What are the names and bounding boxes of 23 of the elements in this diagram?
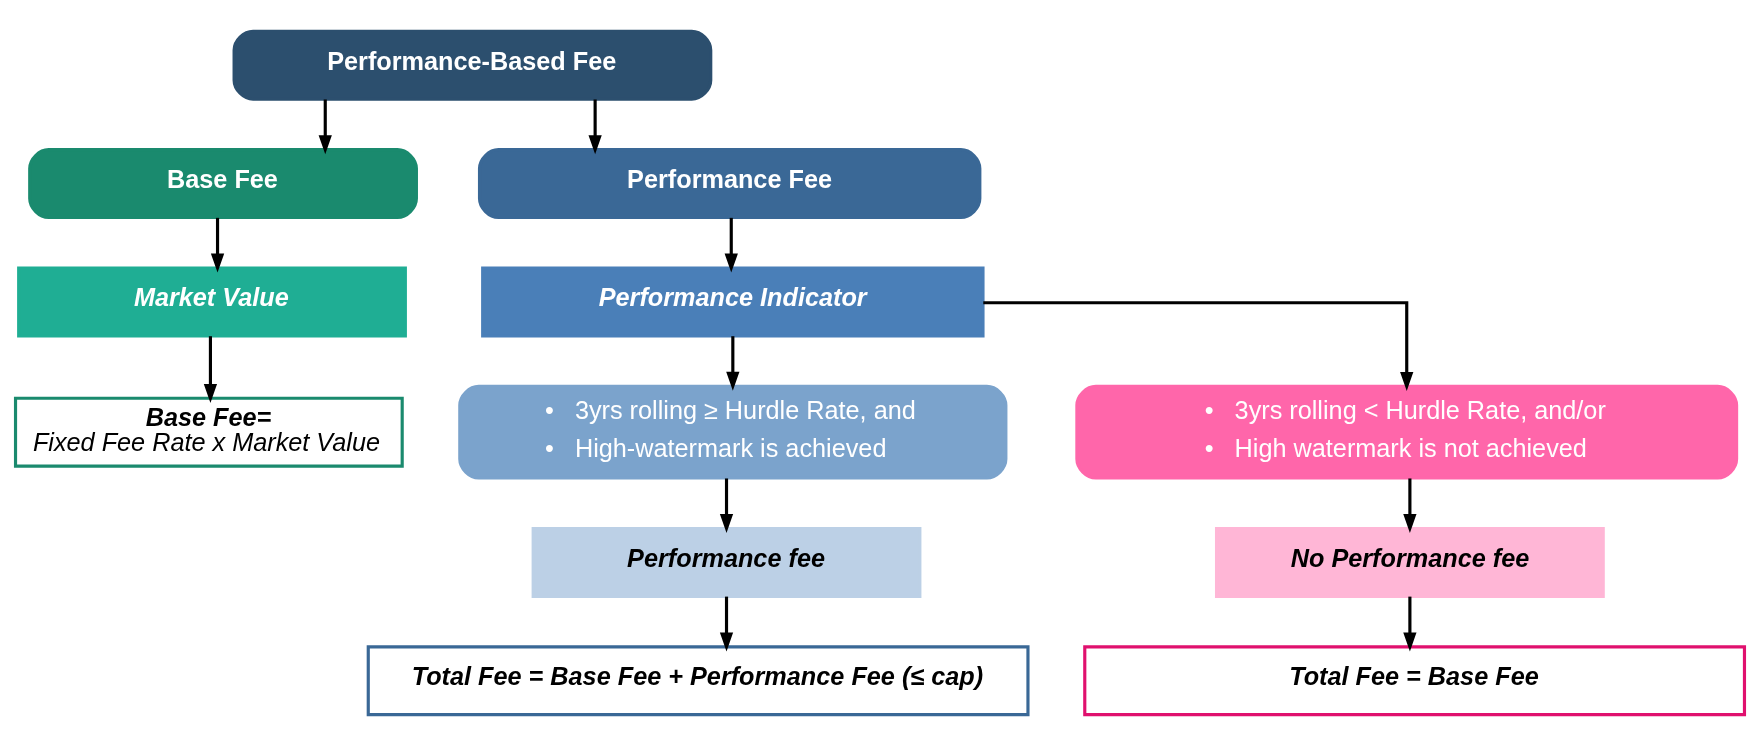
arrow [318,99,332,155]
arrow [588,99,602,155]
arrow [1403,478,1417,533]
node-box: Total Fee = Base Fee + Performance Fee (≤ cap) [366,645,1030,717]
node-box: Performance Indicator [481,266,985,338]
node-box: Performance-Based Fee [232,29,713,101]
arrow [719,478,734,533]
arrow [203,336,218,403]
node-box: No Performance fee [1215,526,1605,598]
node-box: Market Value [17,266,407,338]
arrow [983,301,1414,391]
arrow [1403,596,1417,652]
arrow [724,217,738,273]
node-box: • 3yrs rolling < Hurdle Rate, and/or • High watermark is not achieved [1075,384,1739,480]
node-box: Base Fee= Fixed Fee Rate x Market Value [13,396,404,468]
node-box: Performance fee [531,526,922,598]
arrow [726,336,740,391]
node-box: Total Fee = Base Fee [1083,645,1747,717]
arrow [210,217,225,273]
arrow [719,596,734,652]
node-box: Performance Fee [477,148,982,220]
node-box: • 3yrs rolling ≥ Hurdle Rate, and • High-watermark is achieved [458,384,1008,480]
node-box: Base Fee [28,148,418,220]
